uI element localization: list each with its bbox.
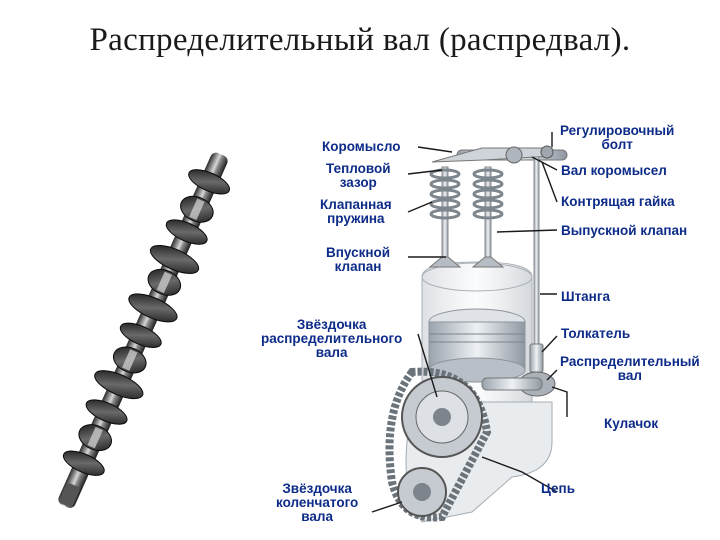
label-lock-nut: Контрящая гайка xyxy=(561,194,675,209)
label-adjusting-bolt: Регулировочный болт xyxy=(560,123,675,152)
exhaust-valve-assembly xyxy=(471,166,505,268)
camshaft-lobe xyxy=(481,371,556,397)
label-valve-spring: Клапанная пружина xyxy=(320,197,392,226)
label-rocker-arm: Коромысло xyxy=(322,139,401,154)
rocker-assembly xyxy=(431,145,568,164)
label-tappet: Толкатель xyxy=(561,326,631,341)
leader-lines xyxy=(371,132,568,513)
label-crankshaft-sprocket: Звёздочка коленчатого вала xyxy=(276,481,359,524)
label-cam: Кулачок xyxy=(604,416,659,431)
slide-title: Распределительный вал (распредвал). xyxy=(89,22,631,58)
label-rocker-shaft: Вал коромысел xyxy=(561,163,667,178)
label-camshaft: Распределительный вал xyxy=(560,354,700,383)
label-chain: Цепь xyxy=(541,481,575,496)
camshaft-photo xyxy=(58,152,231,508)
tappet xyxy=(529,343,544,373)
piston xyxy=(428,308,526,383)
valve-train-diagram xyxy=(371,132,568,523)
label-pushrod: Штанга xyxy=(561,289,610,304)
label-camshaft-sprocket: Звёздочка распределительного вала xyxy=(261,317,403,360)
intake-valve-assembly xyxy=(428,166,462,268)
label-thermal-gap: Тепловой зазор xyxy=(326,161,391,190)
pushrod xyxy=(533,156,540,373)
crankshaft-sprocket xyxy=(397,467,447,517)
label-intake-valve: Впускной клапан xyxy=(326,245,391,274)
camshaft-sprocket xyxy=(401,376,483,458)
label-exhaust-valve: Выпускной клапан xyxy=(561,223,688,238)
